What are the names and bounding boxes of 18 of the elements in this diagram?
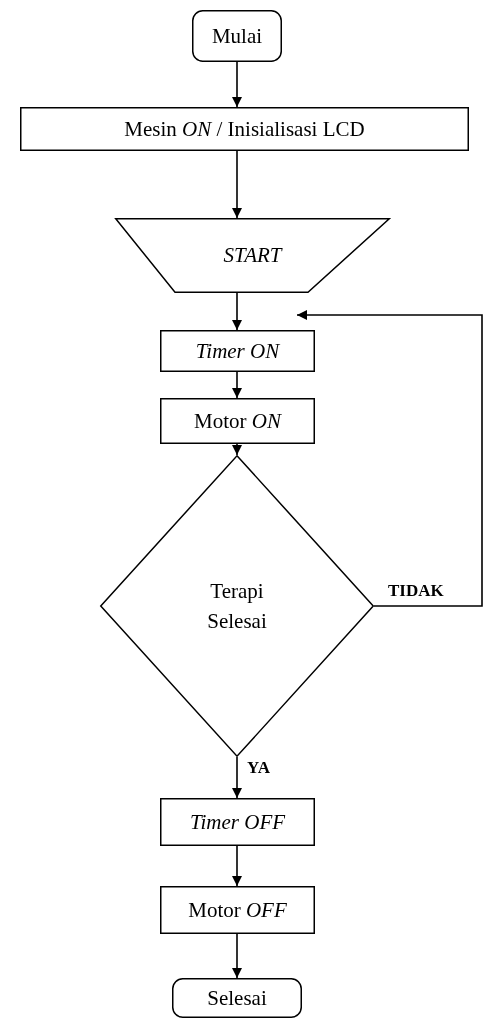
arrow	[232, 443, 242, 456]
arrow	[232, 933, 242, 979]
node-text: Motor OFF	[188, 896, 287, 924]
node-text: Terapi Selesai	[206, 577, 268, 635]
node-text: Mulai	[211, 22, 263, 50]
arrow	[232, 756, 242, 799]
arrow	[232, 371, 242, 399]
arrow	[232, 292, 242, 331]
arrow	[232, 150, 242, 219]
node-text: Motor ON	[194, 407, 281, 435]
arrow	[232, 845, 242, 887]
node-text: Timer OFF	[189, 808, 286, 836]
node-text: Selesai	[207, 984, 267, 1012]
node-text: START	[223, 242, 282, 270]
node-text: Mesin ON / Inisialisasi LCD	[124, 115, 365, 143]
arrow	[232, 61, 242, 108]
arrow	[296, 310, 483, 607]
node-text: Timer ON	[195, 337, 280, 365]
